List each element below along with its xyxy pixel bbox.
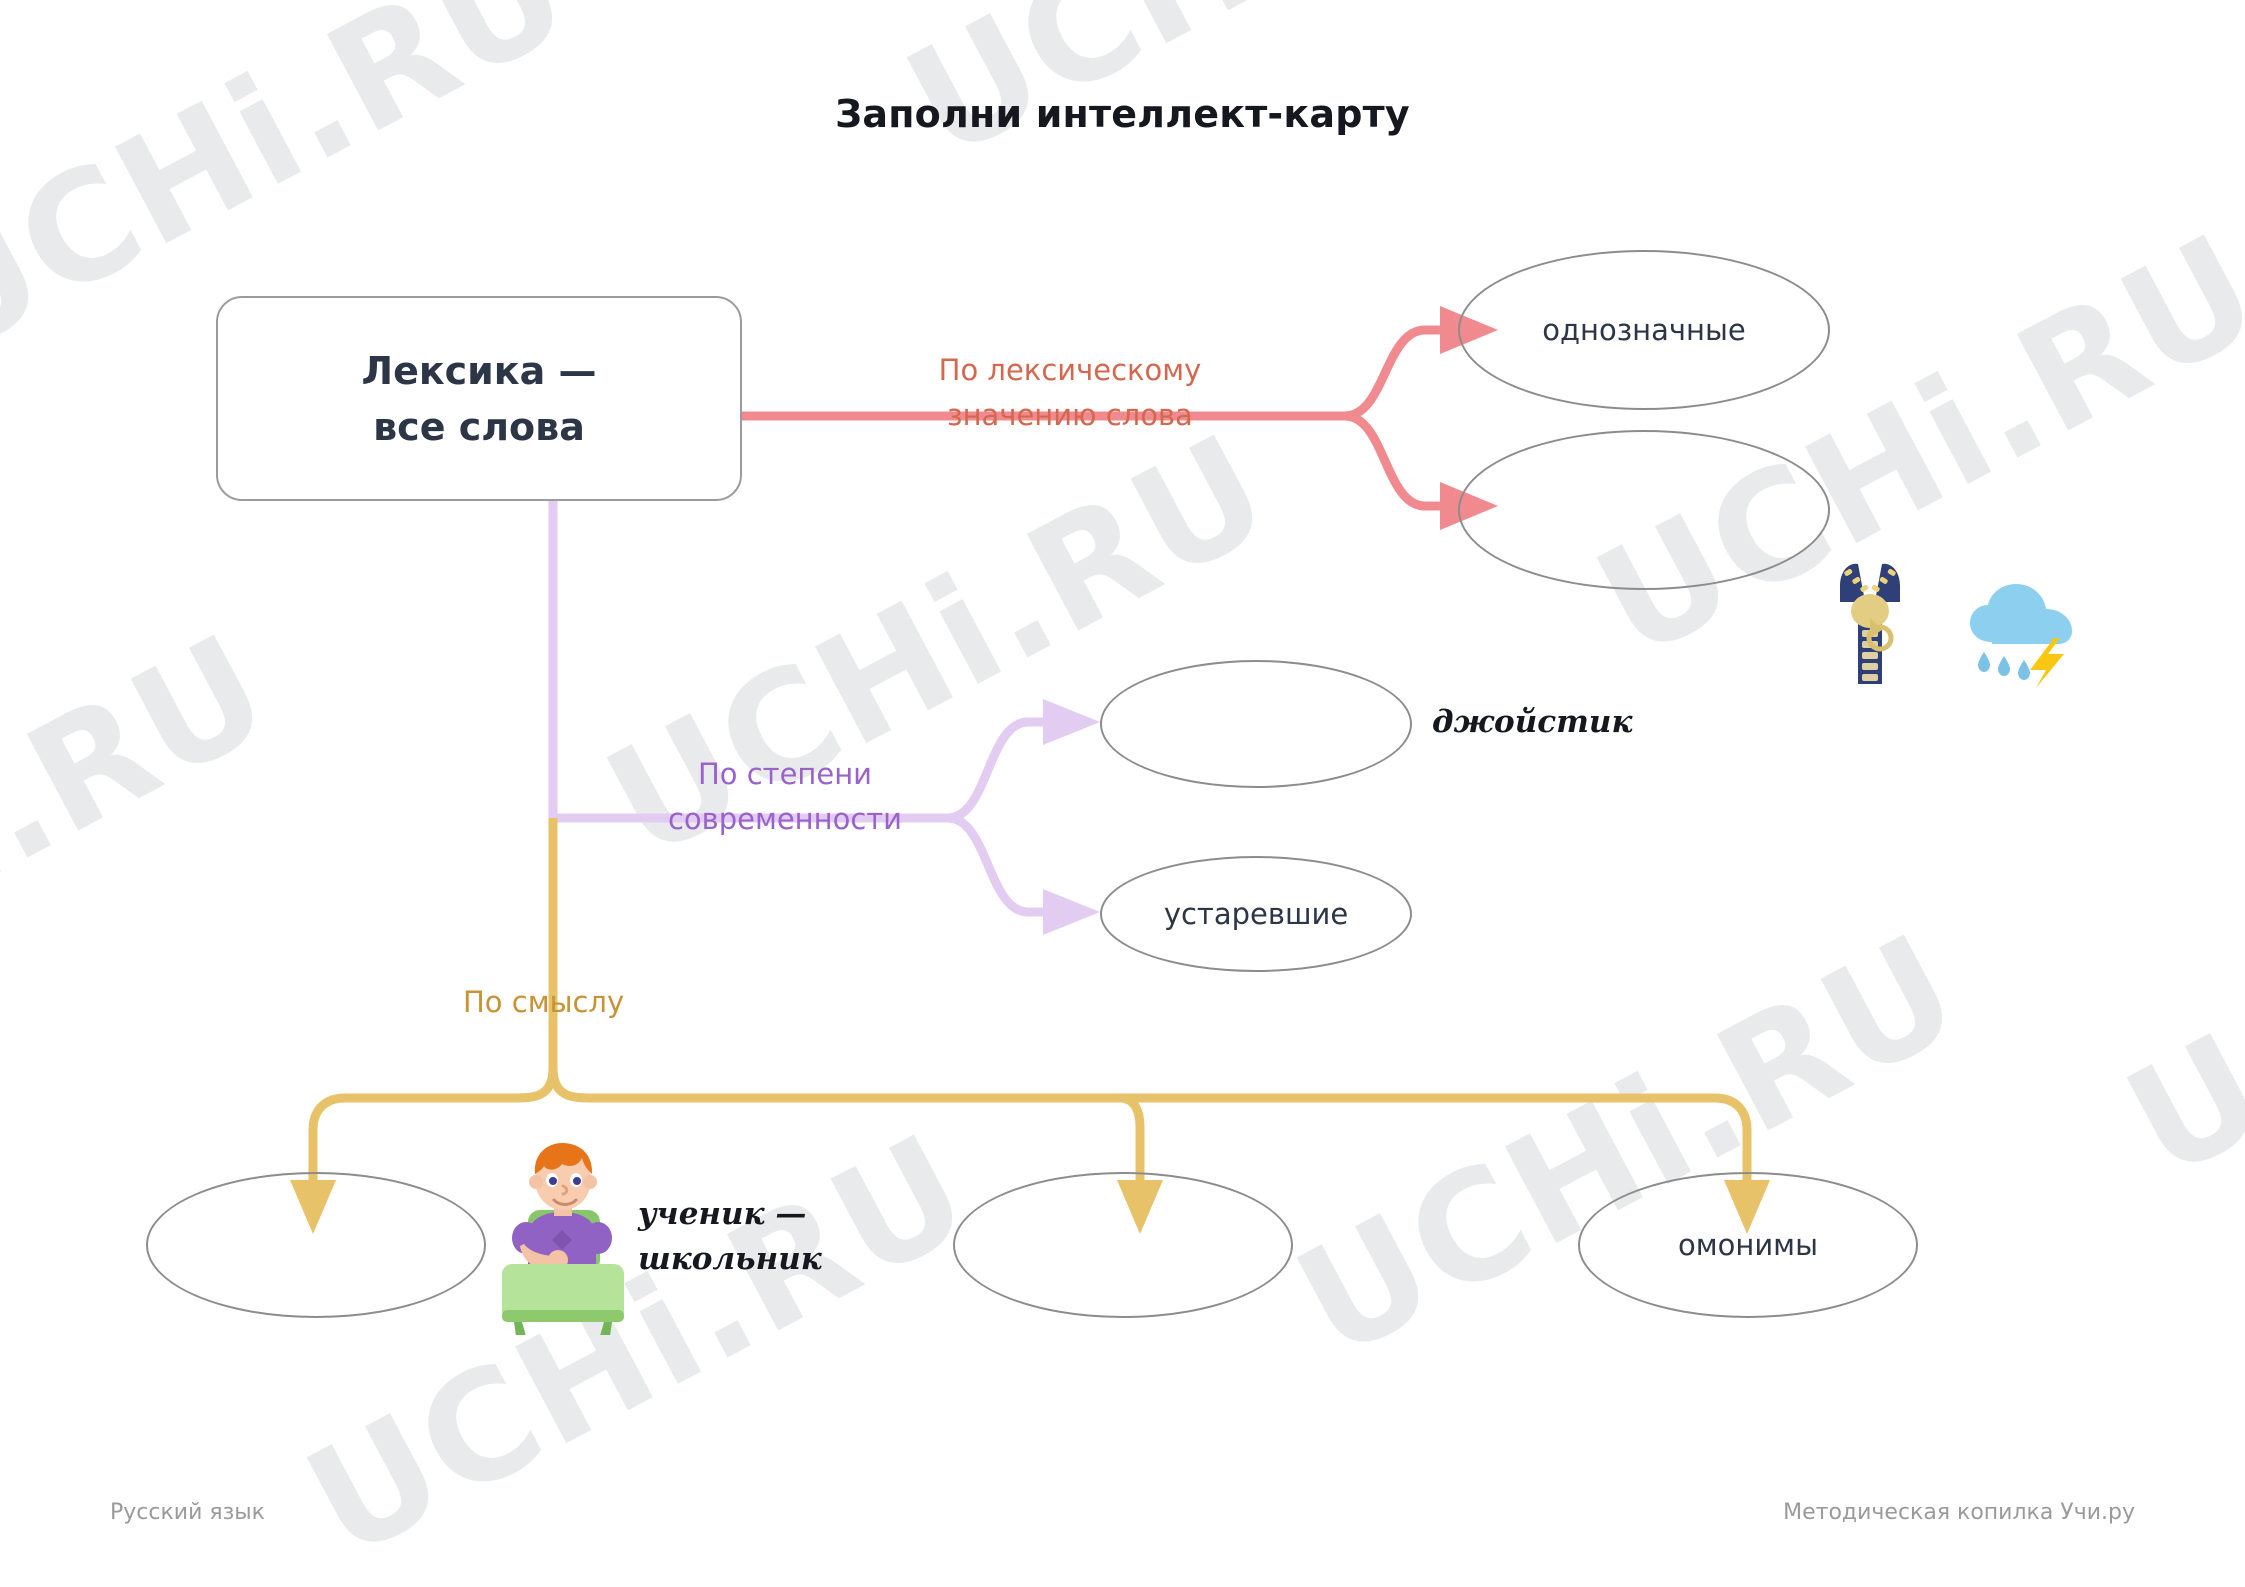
cloud-with-lightning-icon [1970,584,2072,688]
schoolboy-at-desk-icon [502,1142,624,1335]
branch-label-line-1: По лексическому [938,353,1202,387]
node-blank-3[interactable] [146,1172,486,1318]
root-node-line-1: Лексика — [361,348,597,393]
node-odnoznachnye[interactable]: однозначные [1458,250,1830,410]
branch-label-lexical-meaning: По лексическому значению слова [900,348,1240,438]
node-blank-1[interactable] [1458,430,1830,590]
branch-label-line-1: По степени [697,757,873,791]
hint-pupil: ученик — школьник [638,1192,822,1282]
hint-line-1: ученик — [638,1196,807,1232]
branch-label-line-2: современности [667,801,903,836]
node-label: устаревшие [1163,897,1349,931]
footer-source: Методическая копилка Учи.ру [1783,1500,2135,1525]
page-title: Заполни интеллект-карту [835,92,1410,136]
zipper-icon [1840,563,1900,684]
branch-label-modernity-degree: По степени современности [640,752,930,842]
hint-joystick: джойстик [1432,700,1632,745]
hint-line-2: школьник [638,1240,822,1277]
node-ustarevshie[interactable]: устаревшие [1100,856,1412,972]
node-omonimy[interactable]: омонимы [1578,1172,1918,1318]
node-blank-4[interactable] [953,1172,1293,1318]
root-node: Лексика — все слова [216,296,742,501]
branch-label-line-2: значению слова [947,397,1193,432]
branch-label-line-1: По смыслу [463,985,625,1019]
root-node-line-2: все слова [373,404,585,449]
node-label: однозначные [1542,313,1746,347]
node-blank-2[interactable] [1100,660,1412,788]
hint-line-1: джойстик [1432,704,1633,740]
node-label: омонимы [1678,1228,1818,1262]
branch-label-by-meaning: По смыслу [463,980,624,1025]
footer-subject: Русский язык [110,1500,265,1525]
